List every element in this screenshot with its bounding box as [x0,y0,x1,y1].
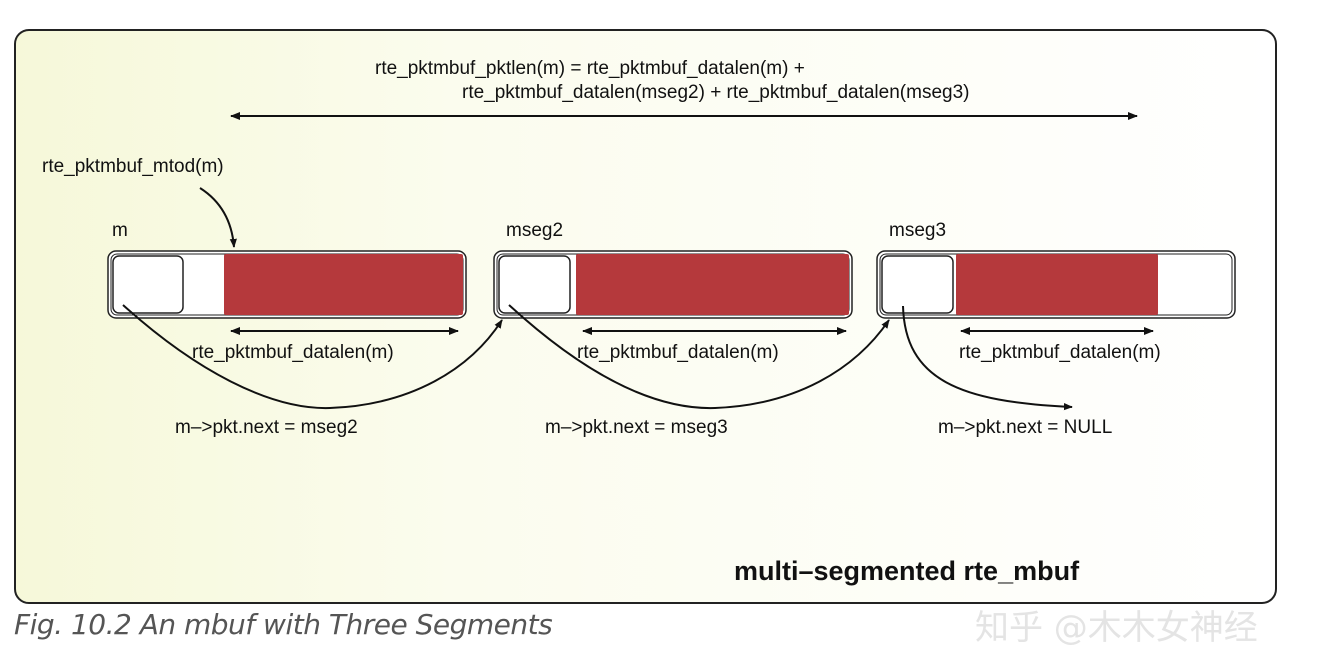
mtod-label: rte_pktmbuf_mtod(m) [42,156,224,177]
segment-name-m: m [112,220,128,241]
mbuf-segment-mseg2 [493,250,853,319]
next-pointer-mseg3-to-null [902,305,1073,411]
next-label-mseg3: m–>pkt.next = NULL [938,417,1112,438]
mbuf-header [881,255,954,314]
segment-name-mseg2: mseg2 [506,220,563,241]
mbuf-data-region [956,254,1158,315]
segment-name-mseg3: mseg3 [889,220,946,241]
watermark: 知乎 @木木女神经 [975,608,1258,648]
figure-caption: Fig. 10.2 An mbuf with Three Segments [14,608,553,641]
mbuf-header [112,255,184,314]
mbuf-data-region [576,254,849,315]
mtod-arrow [199,187,237,248]
datalen-label-mseg3: rte_pktmbuf_datalen(m) [959,342,1161,363]
mbuf-header [498,255,571,314]
datalen-label-m: rte_pktmbuf_datalen(m) [192,342,394,363]
next-label-m: m–>pkt.next = mseg2 [175,417,358,438]
datalen-label-mseg2: rte_pktmbuf_datalen(m) [577,342,779,363]
next-label-mseg2: m–>pkt.next = mseg3 [545,417,728,438]
mbuf-data-region [224,254,463,315]
pktlen-formula-line1: rte_pktmbuf_pktlen(m) = rte_pktmbuf_data… [375,58,805,79]
pktlen-formula-line2: rte_pktmbuf_datalen(mseg2) + rte_pktmbuf… [462,82,969,103]
mbuf-segment-m [107,250,467,319]
next-pointer-m-to-mseg2 [122,304,503,410]
mbuf-segment-mseg3 [876,250,1236,319]
next-pointer-mseg2-to-mseg3 [508,304,890,410]
diagram-title: multi–segmented rte_mbuf [734,556,1080,586]
